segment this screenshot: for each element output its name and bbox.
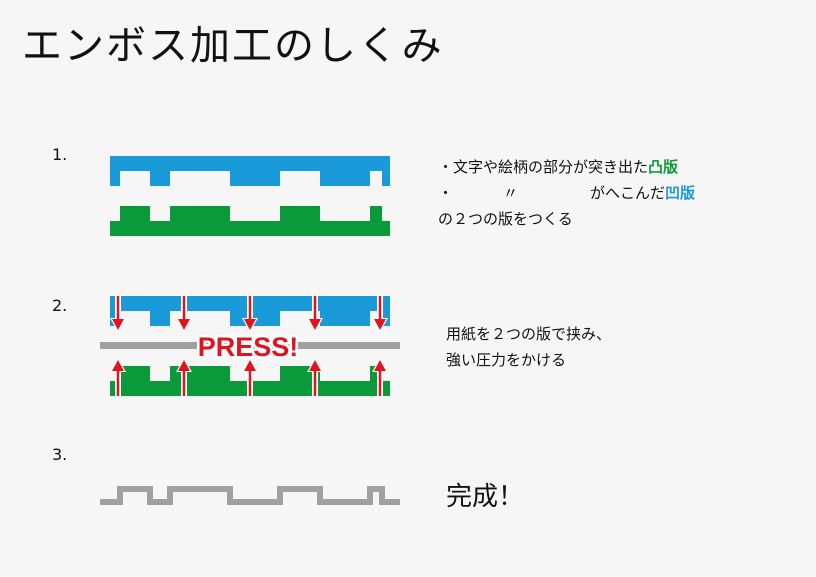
press-label: PRESS! xyxy=(198,332,299,362)
up-arrow xyxy=(242,358,258,396)
page-title: エンボス加工のしくみ xyxy=(22,23,444,69)
up-arrow xyxy=(307,358,323,396)
line-text: 文字や絵柄の部分が突き出た xyxy=(453,158,649,176)
down-arrow xyxy=(307,296,323,332)
step-1-number: 1. xyxy=(52,145,68,164)
convex-plate xyxy=(110,206,390,236)
line-text: がへこんだ xyxy=(590,184,666,202)
up-arrow xyxy=(372,358,388,396)
down-arrow xyxy=(242,296,258,332)
step-1-line-1: ・文字や絵柄の部分が突き出た凸版 xyxy=(438,154,695,180)
step-2-number: 2. xyxy=(52,296,68,315)
down-arrow xyxy=(176,296,192,332)
bullet: ・ xyxy=(438,158,454,176)
convex-plate-term: 凸版 xyxy=(648,158,679,176)
step-2-line-1: 用紙を２つの版で挟み、 xyxy=(446,325,612,343)
up-arrows xyxy=(110,358,388,396)
step-2-line-2: 強い圧力をかける xyxy=(446,351,567,369)
concave-plate xyxy=(110,156,390,186)
result-text: 完成！ xyxy=(446,482,525,512)
step-1-line-3: の２つの版をつくる xyxy=(438,210,573,228)
down-arrows xyxy=(110,296,388,332)
step-1-description: ・文字や絵柄の部分が突き出た凸版 ・〃がへこんだ凹版 の２つの版をつくる xyxy=(438,154,695,232)
step-2-description: 用紙を２つの版で挟み、 強い圧力をかける xyxy=(446,321,611,373)
embossed-paper xyxy=(100,486,400,505)
step-1-line-2: ・ 〃 がへこんだ凹版 xyxy=(438,180,695,206)
paper-sheet xyxy=(100,342,400,349)
down-arrow xyxy=(372,296,388,332)
down-arrow xyxy=(110,296,126,332)
up-arrow xyxy=(110,358,126,396)
concave-plate-term: 凹版 xyxy=(665,184,696,202)
bullet: ・ xyxy=(438,184,454,202)
ditto-mark: 〃 xyxy=(503,184,519,202)
step-3-number: 3. xyxy=(52,445,68,464)
up-arrow xyxy=(176,358,192,396)
